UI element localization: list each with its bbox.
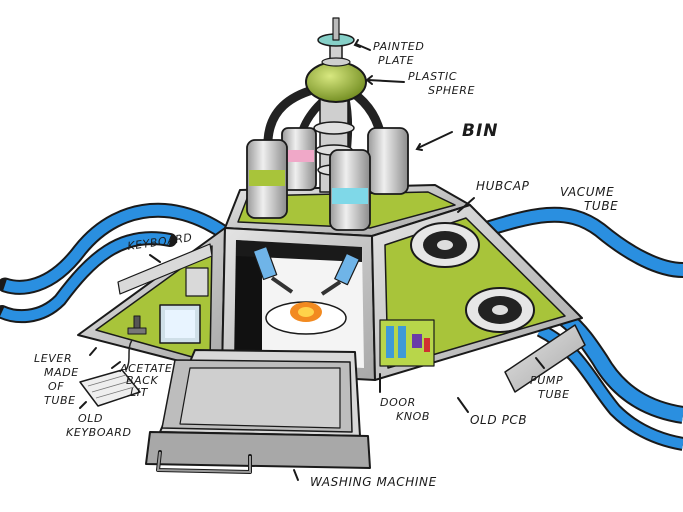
bin-back-left (281, 127, 317, 191)
annotation-arrows (79, 39, 545, 481)
label-acetate: ACETATE BACK LIT (119, 362, 172, 399)
bin-front-left (246, 139, 288, 219)
pump-tube-base (504, 324, 586, 393)
washing-machine-door (145, 349, 371, 474)
svg-text:VACUME: VACUME (560, 185, 614, 199)
svg-text:SPHERE: SPHERE (428, 84, 475, 97)
svg-text:PUMP: PUMP (530, 374, 563, 387)
svg-text:PAINTED: PAINTED (373, 40, 424, 53)
label-hubcap: HUBCAP (476, 179, 530, 193)
svg-text:TUBE: TUBE (538, 388, 570, 401)
hubcap-upper (410, 222, 480, 268)
label-door-knob: DOOR KNOB (380, 396, 430, 423)
svg-text:KEYBOARD: KEYBOARD (66, 426, 132, 439)
svg-text:PLASTIC: PLASTIC (408, 70, 457, 83)
right-panel (371, 204, 586, 393)
label-plastic-sphere: PLASTIC SPHERE (408, 70, 475, 97)
robot-arm-right (320, 252, 360, 296)
svg-text:TUBE: TUBE (584, 199, 618, 213)
painted-plate (317, 17, 355, 67)
svg-text:OF: OF (48, 380, 64, 393)
svg-text:KNOB: KNOB (396, 410, 430, 423)
svg-text:MADE: MADE (44, 366, 79, 379)
old-pcb (379, 319, 435, 367)
label-painted-plate: PAINTED PLATE (373, 40, 424, 67)
label-pump-tube: PUMP TUBE (530, 374, 570, 401)
svg-text:BACK: BACK (126, 374, 159, 387)
central-chamber (221, 227, 376, 381)
hubcap-lower (465, 287, 535, 333)
label-old-pcb: OLD PCB (470, 413, 527, 427)
bin-back-right (367, 127, 409, 195)
svg-text:LIT: LIT (130, 386, 149, 399)
door-handle (156, 450, 252, 474)
left-blue-tubes (0, 202, 266, 324)
svg-text:PLATE: PLATE (378, 54, 414, 67)
label-washing-machine: WASHING MACHINE (310, 475, 437, 489)
label-old-keyboard: OLD KEYBOARD (66, 412, 132, 439)
svg-text:ACETATE: ACETATE (119, 362, 172, 375)
plastic-sphere (305, 61, 367, 103)
svg-text:DOOR: DOOR (380, 396, 416, 409)
svg-text:LEVER: LEVER (34, 352, 72, 365)
label-bin: BIN (462, 121, 499, 141)
keyboard-strip (117, 243, 213, 295)
lever (127, 315, 147, 335)
old-keyboard (79, 339, 141, 407)
bin-front-right (329, 149, 371, 231)
label-vacume-tube: VACUME TUBE (560, 185, 618, 213)
svg-text:OLD: OLD (78, 412, 103, 425)
left-panel (77, 227, 226, 373)
plate-with-flame (265, 301, 347, 335)
robot-arm-left (252, 245, 294, 294)
label-lever: LEVER MADE OF TUBE (34, 352, 79, 407)
svg-text:TUBE: TUBE (44, 394, 76, 407)
